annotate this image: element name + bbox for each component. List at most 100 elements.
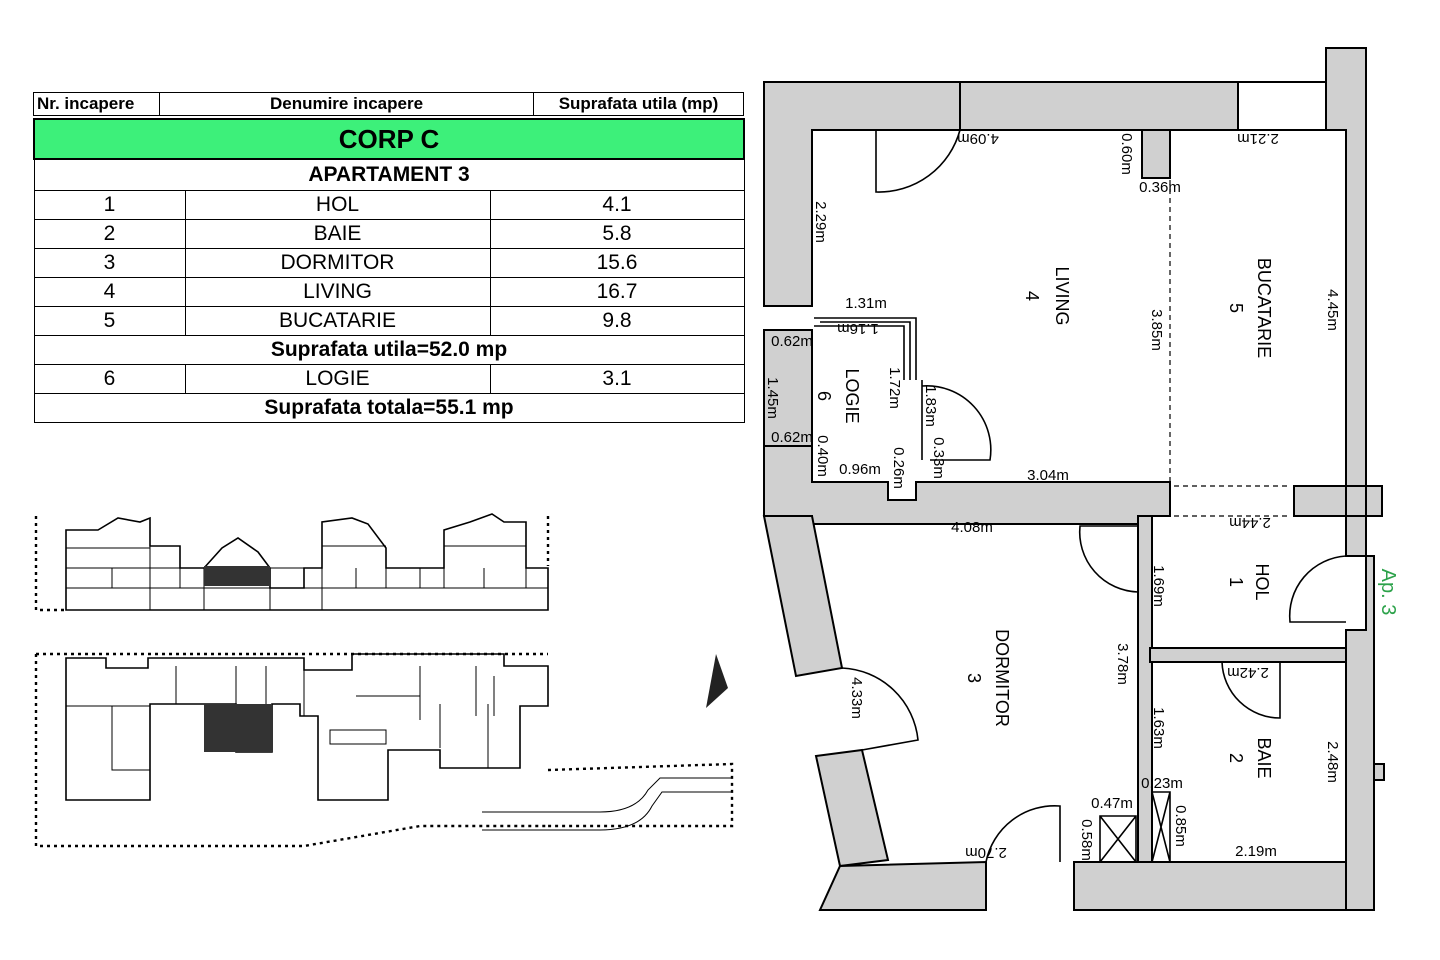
table-row: 1 HOL 4.1 [33, 190, 745, 220]
dim-label: 4.08m [951, 519, 993, 536]
wall-right-bottom [1345, 555, 1375, 911]
dim-label: 2.29m [812, 201, 829, 243]
room-nr-logie: 6 [814, 391, 834, 401]
logie-door [921, 380, 992, 461]
elevation-highlight [204, 566, 270, 586]
floor-plan-walls [762, 47, 1385, 911]
dim-label: 1.45m [764, 377, 781, 419]
room-nr: 4 [33, 277, 186, 307]
useful-total: Suprafata utila=52.0 mp [33, 335, 745, 365]
apartment-entry-door [1288, 555, 1347, 623]
dim-label: 0.60m [1118, 133, 1135, 175]
room-nr-baie: 2 [1226, 753, 1246, 763]
table-header-row: Nr. incapere Denumire incapere Suprafata… [33, 92, 744, 116]
room-label-logie: LOGIE [842, 368, 862, 423]
wall-bedroom-left [762, 515, 844, 678]
wall-mid-right [1293, 485, 1347, 517]
building-title: CORP C [32, 118, 746, 160]
dim-label: 0.23m [1141, 775, 1183, 792]
table-row: 3 DORMITOR 15.6 [33, 248, 745, 278]
wall-partition-vertical [1137, 515, 1153, 865]
dim-label: 0.36m [1139, 179, 1181, 196]
building-elevation [34, 513, 550, 612]
floor-plan-details [814, 129, 1347, 863]
building-row: CORP C [32, 118, 746, 160]
shaft-left [1099, 815, 1137, 863]
dim-label: 0.40m [814, 435, 831, 477]
room-label-dormitor: DORMITOR [992, 629, 1012, 727]
room-nr-living: 4 [1022, 291, 1042, 301]
dim-label: 1.31m [845, 295, 887, 312]
site-boundary [34, 652, 734, 848]
dim-label: 1.16m [837, 320, 879, 337]
room-name: BAIE [184, 219, 491, 249]
entry-living-door [875, 129, 961, 193]
dim-label: 1.83m [922, 385, 939, 427]
useful-total-row: Suprafata utila=52.0 mp [33, 335, 745, 365]
table-row: 5 BUCATARIE 9.8 [33, 306, 745, 336]
apartment-title: APARTAMENT 3 [33, 158, 745, 191]
bedroom-door [1078, 525, 1139, 593]
wall-bottom-left [818, 860, 987, 911]
area-table: Nr. incapere Denumire incapere Suprafata… [33, 92, 744, 116]
dim-label: 0.33m [930, 437, 947, 479]
site-plan [34, 652, 734, 848]
dim-label: 1.69m [1150, 565, 1167, 607]
room-nr: 1 [33, 190, 186, 220]
room-area: 16.7 [489, 277, 745, 307]
elevation-outline [65, 513, 549, 611]
room-nr: 6 [33, 364, 186, 394]
dim-label: 0.58m [1078, 819, 1095, 861]
site-path [482, 777, 732, 831]
wall-stub [1373, 763, 1385, 781]
elevation-boundary-left [34, 516, 66, 612]
dim-label: 0.85m [1172, 805, 1189, 847]
room-name: DORMITOR [184, 248, 491, 278]
header-name: Denumire incapere [159, 92, 534, 116]
dim-label: 0.26m [890, 447, 907, 489]
room-label-baie: BAIE [1254, 737, 1274, 778]
dim-label: 0.62m [771, 429, 813, 446]
room-nr-hol: 1 [1226, 577, 1246, 587]
dim-label: 4.33m [848, 677, 865, 719]
grand-total-row: Suprafata totala=55.1 mp [33, 393, 745, 423]
dim-label: 2.70m [965, 844, 1007, 861]
room-name: HOL [184, 190, 491, 220]
room-nr-bucatarie: 5 [1226, 303, 1246, 313]
room-area: 5.8 [489, 219, 745, 249]
room-area: 3.1 [489, 364, 745, 394]
logie-window [814, 317, 917, 380]
dim-label: 1.72m [886, 367, 903, 409]
room-labels: LIVING 4 BUCATARIE 5 LOGIE 6 DORMITOR 3 … [814, 258, 1399, 779]
north-arrow-icon [706, 654, 728, 708]
dim-label: 3.04m [1027, 467, 1069, 484]
wall-partition-hol-baie [1149, 647, 1347, 663]
dim-label: 4.45m [1324, 289, 1341, 331]
wall-bedroom-lower [814, 748, 890, 868]
dim-label: 2.42m [1227, 664, 1269, 681]
dim-label: 4.09m [957, 130, 999, 147]
room-nr: 2 [33, 219, 186, 249]
dim-label: 1.63m [1150, 707, 1167, 749]
bedroom-balcony-door [841, 667, 919, 751]
dimension-labels: 4.09m 0.60m 0.36m 2.21m 2.29m 1.31m 1.16… [764, 130, 1341, 861]
wall-pillar [1141, 129, 1171, 179]
site-highlight [204, 704, 272, 752]
room-label-hol: HOL [1252, 563, 1272, 600]
grand-total: Suprafata totala=55.1 mp [33, 393, 745, 423]
wall-top-left [763, 81, 961, 307]
shaft-right [1151, 791, 1171, 863]
room-nr: 5 [33, 306, 186, 336]
dim-label: 2.48m [1324, 741, 1341, 783]
dim-label: 2.21m [1237, 130, 1279, 147]
bathroom-door [1221, 661, 1281, 719]
wall-bottom-right [1073, 861, 1347, 911]
apartment-row: APARTAMENT 3 [33, 158, 745, 191]
wall-right-top [1325, 47, 1383, 557]
room-label-bucatarie: BUCATARIE [1254, 258, 1274, 358]
dim-label: 0.47m [1091, 795, 1133, 812]
table-row: 4 LIVING 16.7 [33, 277, 745, 307]
bedroom-bottom-door [985, 805, 1061, 863]
room-nr: 3 [33, 248, 186, 278]
